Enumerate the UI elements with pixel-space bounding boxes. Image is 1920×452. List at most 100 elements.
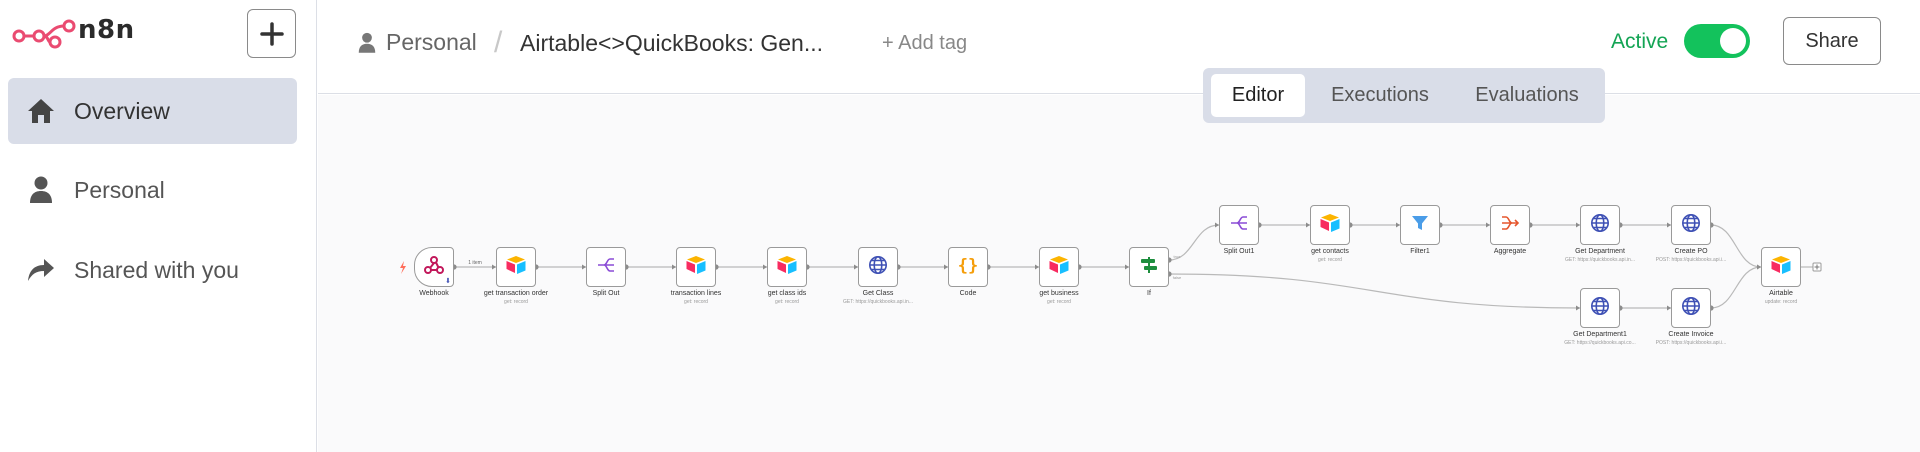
node-label: Aggregate: [1493, 248, 1527, 255]
airtable-icon: [776, 255, 798, 280]
node-label: get contacts: [1311, 248, 1349, 255]
node-create-po[interactable]: [1671, 205, 1711, 245]
input-handle[interactable]: [582, 264, 586, 270]
webhook-icon: [423, 254, 445, 281]
trigger-bolt-icon: [400, 261, 406, 274]
input-handle[interactable]: [1667, 222, 1671, 228]
input-handle[interactable]: [1306, 222, 1310, 228]
sidebar-item-overview[interactable]: Overview: [8, 78, 297, 144]
split-out-icon: [596, 255, 616, 280]
edge-item-count: 1 item: [468, 260, 482, 266]
airtable-icon: [1319, 213, 1341, 238]
node-label: Get Department1: [1573, 331, 1627, 338]
node-subtitle: get: record: [684, 299, 708, 305]
input-handle[interactable]: [1035, 264, 1039, 270]
plus-icon: [259, 21, 284, 46]
user-icon: [26, 175, 56, 205]
workflow-title[interactable]: Airtable<>QuickBooks: Gen...: [520, 30, 823, 56]
node-subtitle: get: record: [504, 299, 528, 305]
tab-evaluations[interactable]: Evaluations: [1475, 84, 1579, 106]
globe-icon: [1681, 213, 1701, 238]
input-handle[interactable]: [1667, 305, 1671, 311]
node-aggregate[interactable]: [1490, 205, 1530, 245]
node-code[interactable]: {}: [948, 247, 988, 287]
connection-if-split_out1: [1168, 224, 1220, 261]
input-handle[interactable]: [1125, 264, 1129, 270]
node-subtitle: update: record: [1764, 299, 1798, 305]
user-icon: [358, 32, 376, 59]
node-get-business[interactable]: [1039, 247, 1079, 287]
node-create-invoice[interactable]: [1671, 288, 1711, 328]
globe-icon: [1590, 213, 1610, 238]
tab-editor[interactable]: Editor: [1211, 74, 1305, 117]
active-label: Active: [1611, 30, 1669, 53]
node-label: Get Department: [1575, 248, 1625, 255]
node-get-department[interactable]: [1580, 205, 1620, 245]
sidebar-item-label: Overview: [74, 97, 170, 124]
n8n-logo-icon[interactable]: [12, 14, 78, 54]
aggregate-icon: [1500, 213, 1520, 238]
node-airtable[interactable]: [1761, 247, 1801, 287]
sidebar-item-shared[interactable]: Shared with you: [8, 237, 297, 303]
view-tabs: Editor Executions Evaluations: [1203, 68, 1605, 123]
sidebar: n8n Overview Personal Shared with you: [0, 0, 317, 452]
node-get-class[interactable]: [858, 247, 898, 287]
if-true-label: true: [1174, 254, 1182, 259]
add-tag-button[interactable]: + Add tag: [882, 32, 968, 54]
tab-executions[interactable]: Executions: [1331, 84, 1429, 106]
node-get-transaction-order[interactable]: [496, 247, 536, 287]
node-transaction-lines[interactable]: [676, 247, 716, 287]
node-get-contacts[interactable]: [1310, 205, 1350, 245]
share-button[interactable]: Share: [1783, 17, 1881, 65]
connection-create_invoice-airtable: [1710, 266, 1762, 309]
node-split-out1[interactable]: [1219, 205, 1259, 245]
input-handle[interactable]: [854, 264, 858, 270]
workflow-header: Personal / Airtable<>QuickBooks: Gen... …: [318, 0, 1920, 94]
input-handle[interactable]: [672, 264, 676, 270]
globe-icon: [1681, 296, 1701, 321]
input-handle[interactable]: [944, 264, 948, 270]
input-handle[interactable]: [763, 264, 767, 270]
node-webhook[interactable]: ⬇: [414, 247, 454, 287]
toggle-knob: [1720, 28, 1746, 54]
node-get-department1[interactable]: [1580, 288, 1620, 328]
filter-icon: [1410, 213, 1430, 238]
plus-glyph: [1814, 264, 1820, 270]
node-label: get business: [1039, 290, 1079, 297]
input-handle[interactable]: [1396, 222, 1400, 228]
svg-text:{}: {}: [958, 256, 978, 275]
node-subtitle: get: record: [1047, 299, 1071, 305]
input-handle[interactable]: [1215, 222, 1219, 228]
airtable-icon: [1770, 255, 1792, 280]
input-handle[interactable]: [1576, 222, 1580, 228]
add-button[interactable]: [247, 9, 296, 58]
input-handle[interactable]: [1486, 222, 1490, 228]
active-toggle[interactable]: [1684, 24, 1750, 58]
connection-create_po-airtable: [1710, 224, 1762, 268]
input-handle[interactable]: [492, 264, 496, 270]
node-filter1[interactable]: [1400, 205, 1440, 245]
node-split-out[interactable]: [586, 247, 626, 287]
node-if[interactable]: [1129, 247, 1169, 287]
breadcrumb-project[interactable]: Personal: [386, 29, 477, 55]
node-subtitle: GET: https://quickbooks.api.in...: [842, 299, 914, 305]
node-label: If: [1147, 290, 1151, 297]
node-label: Split Out1: [1223, 248, 1255, 255]
sidebar-item-label: Shared with you: [74, 256, 239, 283]
node-label: Webhook: [419, 290, 449, 297]
input-handle[interactable]: [1757, 264, 1761, 270]
split-out-icon: [1229, 213, 1249, 238]
node-get-class-ids[interactable]: [767, 247, 807, 287]
node-label: Split Out: [592, 290, 620, 297]
node-label: Create PO: [1674, 248, 1708, 255]
node-subtitle: POST: https://quickbooks.api.i...: [1655, 257, 1727, 263]
sidebar-item-personal[interactable]: Personal: [8, 157, 297, 223]
node-label: transaction lines: [670, 290, 722, 297]
node-label: Get Class: [862, 290, 894, 297]
input-handle[interactable]: [1576, 305, 1580, 311]
airtable-icon: [685, 255, 707, 280]
node-subtitle: get: record: [1318, 257, 1342, 263]
node-label: Filter1: [1410, 248, 1430, 255]
connection-if-get_department1: [1168, 273, 1581, 309]
